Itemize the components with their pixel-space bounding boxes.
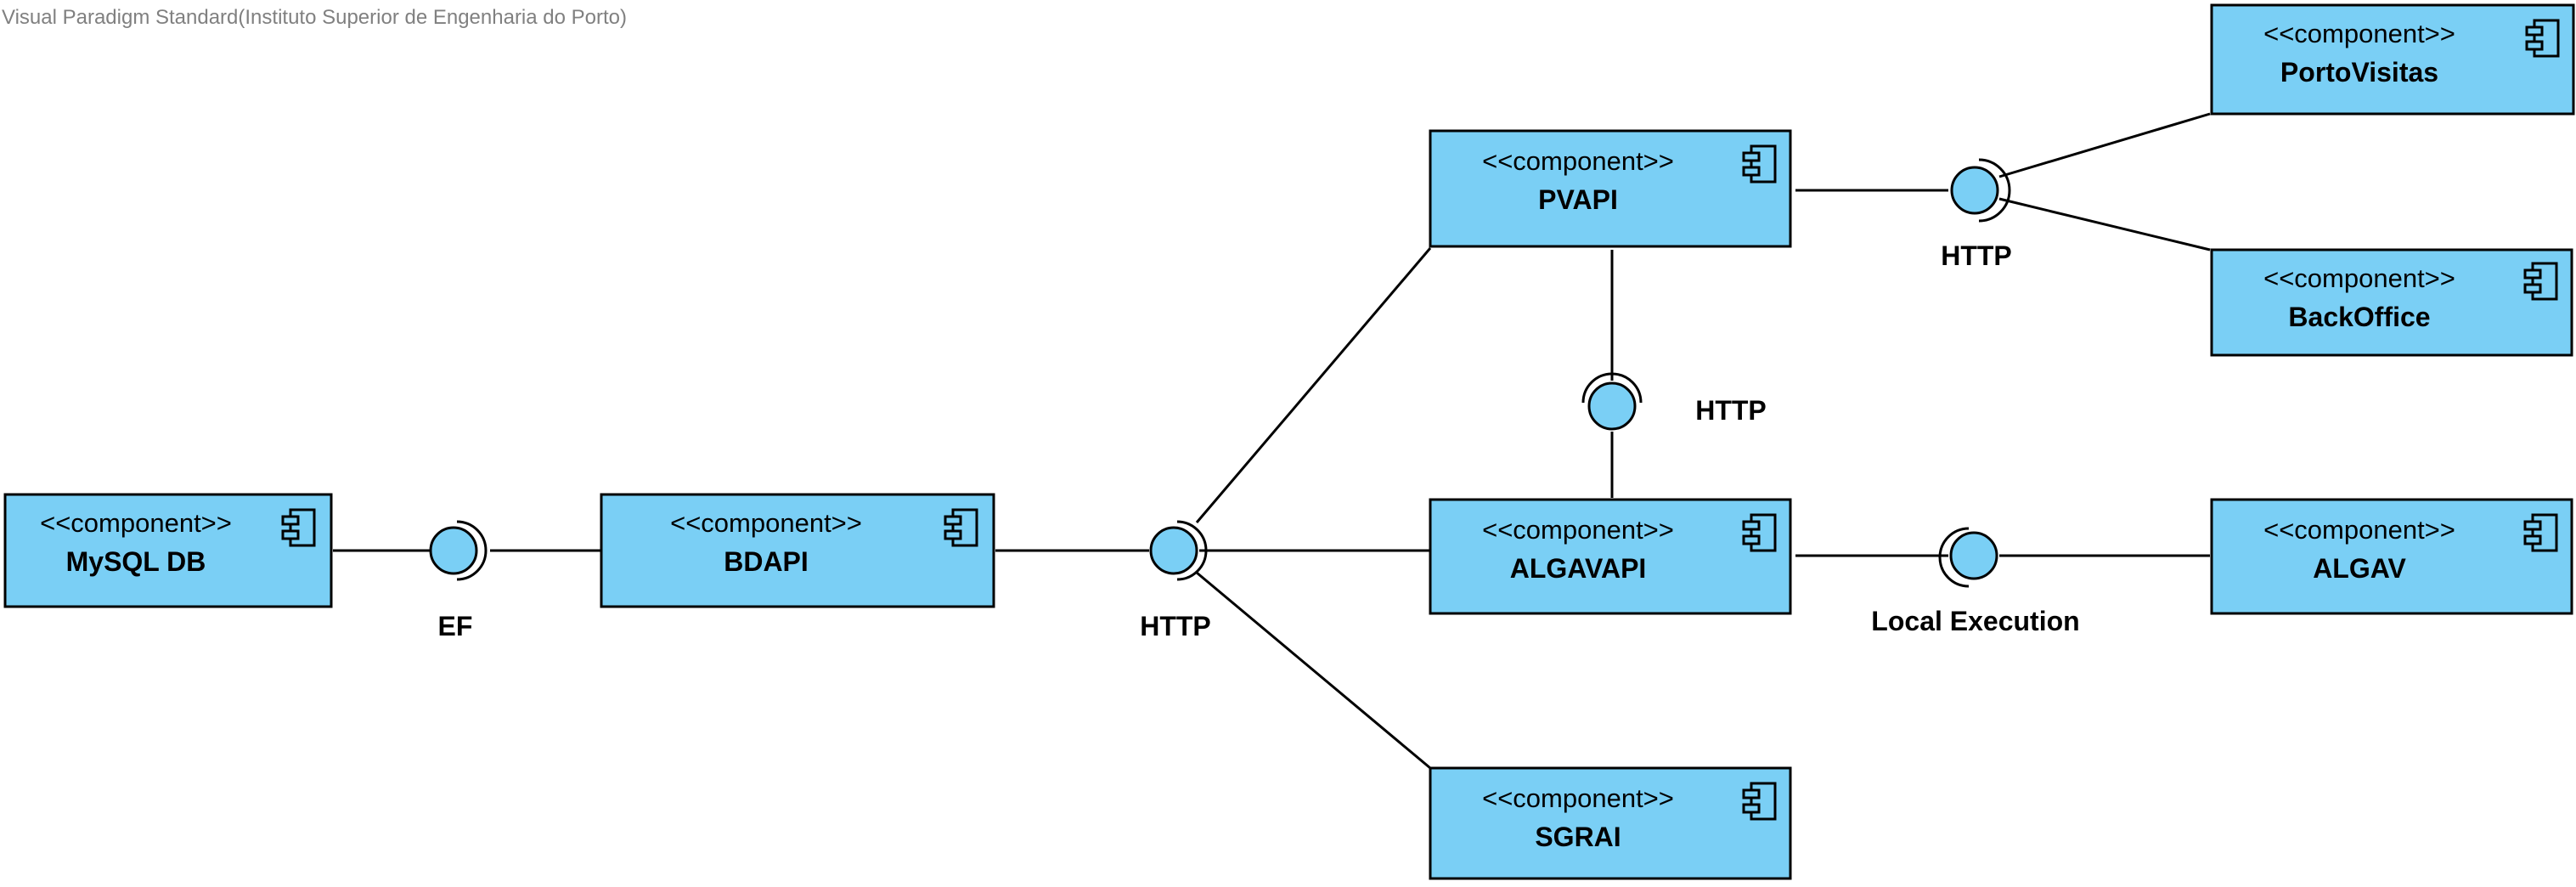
component-box (600, 493, 995, 608)
component-mysql-db[interactable]: <<component>> MySQL DB (3, 493, 333, 608)
socket-icon (1938, 527, 1970, 588)
component-stereotype: <<component>> (2263, 263, 2455, 293)
ball-icon (1587, 381, 1637, 431)
component-box (2210, 3, 2575, 116)
connector-http-sgrai (1196, 571, 1431, 770)
socket-icon (1176, 520, 1208, 581)
interface-http-algavapi[interactable]: HTTP (1581, 372, 1767, 431)
component-name: PortoVisitas (2280, 57, 2438, 88)
socket-icon (1581, 372, 1643, 404)
component-name: SGRAI (1535, 822, 1621, 852)
ball-icon (1950, 166, 1999, 215)
component-stereotype: <<component>> (1482, 146, 1674, 176)
component-name: ALGAVAPI (1510, 553, 1647, 584)
component-name: BackOffice (2288, 302, 2430, 332)
component-icon (1742, 782, 1777, 821)
ball-icon (429, 526, 478, 575)
component-box (2210, 498, 2573, 615)
component-portovisitas[interactable]: <<component>> PortoVisitas (2210, 3, 2575, 116)
component-stereotype: <<component>> (1482, 515, 1674, 545)
component-icon (944, 508, 978, 547)
component-algav[interactable]: <<component>> ALGAV (2210, 498, 2573, 615)
component-stereotype: <<component>> (670, 508, 862, 538)
component-box (1429, 498, 1792, 615)
component-box (3, 493, 333, 608)
connector-http-pvapi (1195, 247, 1432, 523)
component-icon (281, 508, 316, 547)
connector-http-portovisitas (1998, 112, 2211, 178)
interface-label: HTTP (1140, 611, 1211, 641)
interface-ef[interactable]: EF (429, 520, 488, 641)
component-stereotype: <<component>> (2263, 19, 2455, 48)
component-icon (2523, 262, 2558, 301)
component-box (2210, 248, 2573, 357)
connectors (333, 112, 2211, 770)
component-icon (1742, 513, 1777, 552)
component-icon (2525, 19, 2560, 58)
interface-label: EF (438, 611, 473, 641)
interface-label: HTTP (1941, 240, 2012, 271)
socket-icon (456, 520, 488, 581)
component-bdapi[interactable]: <<component>> BDAPI (600, 493, 995, 608)
component-stereotype: <<component>> (1482, 783, 1674, 813)
component-pvapi[interactable]: <<component>> PVAPI (1429, 129, 1792, 248)
component-name: ALGAV (2313, 553, 2406, 584)
ball-icon (1949, 531, 1998, 580)
component-name: MySQL DB (66, 546, 206, 577)
component-box (1429, 766, 1792, 880)
component-box (1429, 129, 1792, 248)
component-icon (2523, 513, 2558, 552)
component-stereotype: <<component>> (2263, 515, 2455, 545)
component-name: PVAPI (1538, 184, 1618, 215)
component-stereotype: <<component>> (40, 508, 232, 538)
component-icon (1742, 144, 1777, 184)
component-algavapi[interactable]: <<component>> ALGAVAPI (1429, 498, 1792, 615)
interface-label: HTTP (1695, 395, 1767, 426)
component-backoffice[interactable]: <<component>> BackOffice (2210, 248, 2573, 357)
interface-http-main[interactable]: HTTP (1140, 520, 1211, 641)
connector-http-backoffice (1998, 197, 2211, 251)
socket-icon (1978, 158, 2011, 223)
interface-label: Local Execution (1871, 606, 2079, 636)
ball-icon (1149, 526, 1198, 575)
interface-local-execution[interactable]: Local Execution (1871, 527, 2080, 636)
interface-http-pvapi[interactable]: HTTP (1941, 158, 2012, 271)
component-name: BDAPI (724, 546, 809, 577)
component-sgrai[interactable]: <<component>> SGRAI (1429, 766, 1792, 880)
watermark-text: Visual Paradigm Standard(Instituto Super… (2, 6, 627, 29)
